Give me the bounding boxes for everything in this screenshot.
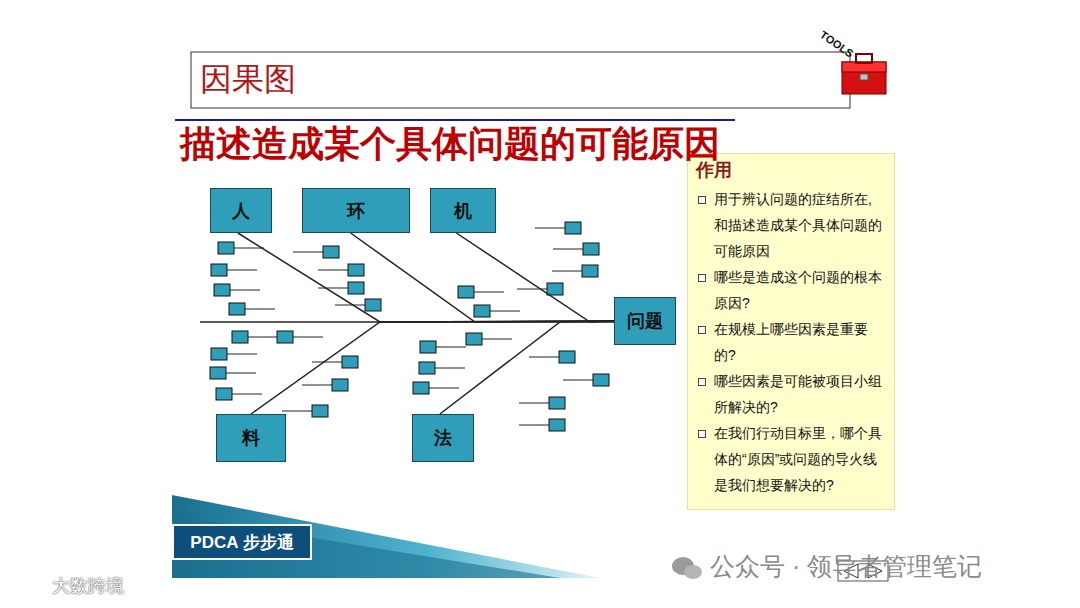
bullet-text: 在规模上哪些因素是重要的? [696,316,884,368]
twig-line [302,385,332,386]
twig-line [335,305,365,306]
twig-line [312,362,342,363]
sub-cause-box [549,397,565,409]
cause-bone [238,233,614,322]
sub-cause-box [549,419,565,431]
node-label: PDCA 步步通 [190,531,293,554]
sub-cause-box [332,379,348,391]
sub-cause-box [348,282,364,294]
wechat-icon [672,557,702,579]
slide-title: 因果图 [200,58,296,102]
sub-cause-box [420,341,436,353]
purpose-panel: 作用用于辨认问题的症结所在, 和描述造成某个具体问题的可能原因哪些是造成这个问题… [687,153,895,510]
panel-heading: 作用 [696,158,884,182]
node-label: 环 [347,199,365,223]
watermark: 公众号 · 领导者管理笔记 [710,550,982,583]
title-box [191,52,850,108]
cause-bone [440,321,614,414]
sub-cause-box [342,356,358,368]
node-label: 机 [454,199,472,223]
node-label: 料 [242,426,260,450]
cause-category: 机 [430,188,496,233]
cause-category: 料 [216,414,286,462]
subtitle: 描述造成某个具体问题的可能原因 [180,120,720,169]
sub-cause-box [582,265,598,277]
twig-line [429,388,459,389]
twig-line [227,270,257,271]
twig-line [230,290,260,291]
sub-cause-box [365,299,381,311]
twig-line [519,403,549,404]
node-label: 问题 [627,309,663,333]
twig-line [318,288,348,289]
twig-line [552,271,582,272]
sub-cause-box [413,382,429,394]
twig-line [519,425,549,426]
twig-line [482,339,512,340]
sub-cause-box [466,333,482,345]
twig-line [436,347,466,348]
sub-cause-box [211,264,227,276]
banner-band [172,495,600,578]
bullet-text: 用于辨认问题的症结所在, 和描述造成某个具体问题的可能原因 [696,186,884,264]
sub-cause-box [458,286,474,298]
twig-line [245,309,275,310]
twig-line [293,337,323,338]
twig-line [490,311,520,312]
sub-cause-box [419,362,435,374]
twig-line [553,249,583,250]
sub-cause-box [210,367,226,379]
watermark: 大数跨境 [52,574,124,598]
bullet-text: 在我们行动目标里，哪个具体的“原因”或问题的导火线是我们想要解决的? [696,420,884,498]
cause-category: 环 [302,188,410,233]
sub-cause-box [229,303,245,315]
twig-line [517,289,547,290]
cause-category: 人 [210,188,272,233]
twig-line [227,354,257,355]
bullet-text: 哪些因素是可能被项目小组所解决的? [696,368,884,420]
bullet-text: 哪些是造成这个问题的根本原因? [696,264,884,316]
tools-label: TOOLS [818,28,856,59]
sub-cause-box [565,222,581,234]
twig-line [234,248,264,249]
twig-line [535,228,565,229]
twig-line [529,357,559,358]
problem-head: 问题 [614,297,676,345]
twig-line [282,411,312,412]
cause-bone [456,233,614,322]
sub-cause-box [559,351,575,363]
twig-line [563,380,593,381]
node-label: 法 [434,426,452,450]
sub-cause-box [277,331,293,343]
sub-cause-box [474,305,490,317]
toolbox-icon [842,54,886,94]
twig-line [474,292,504,293]
sub-cause-box [323,246,339,258]
sub-cause-box [348,264,364,276]
banner-box: PDCA 步步通 [172,524,312,560]
cause-bone [351,233,614,322]
twig-line [232,394,262,395]
cause-bone [251,321,614,414]
twig-line [248,337,278,338]
sub-cause-box [218,242,234,254]
cause-category: 法 [412,414,474,462]
sub-cause-box [547,283,563,295]
sub-cause-box [214,284,230,296]
sub-cause-box [211,348,227,360]
sub-cause-box [583,243,599,255]
twig-line [293,252,323,253]
sub-cause-box [312,405,328,417]
sub-cause-box [232,331,248,343]
twig-line [318,270,348,271]
title-rule [175,119,735,121]
twig-line [435,368,465,369]
node-label: 人 [232,199,250,223]
sub-cause-box [593,374,609,386]
sub-cause-box [216,388,232,400]
twig-line [226,373,256,374]
